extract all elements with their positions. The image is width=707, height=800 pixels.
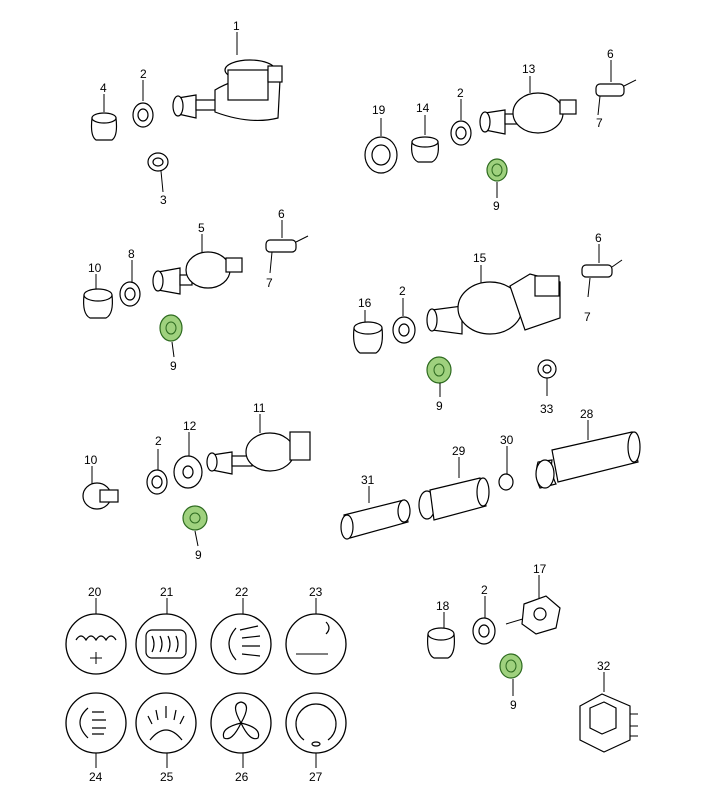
callout-9: 9 <box>510 698 517 712</box>
callout-4: 4 <box>100 81 107 95</box>
part-knob-14 <box>411 136 439 163</box>
callout-5: 5 <box>198 221 205 235</box>
callout-14: 14 <box>416 101 430 115</box>
part-grommet-33 <box>537 359 557 379</box>
callout-26: 26 <box>235 770 249 784</box>
part-switch-15 <box>426 273 561 335</box>
part-grommet-9-e <box>499 653 523 679</box>
callout-6: 6 <box>595 231 602 245</box>
callout-23: 23 <box>309 585 323 599</box>
part-knob-10-b <box>82 482 119 510</box>
callout-7: 7 <box>266 276 273 290</box>
callout-30: 30 <box>500 433 514 447</box>
callout-12: 12 <box>183 419 197 433</box>
callout-18: 18 <box>436 599 450 613</box>
symbol-25-interior-light <box>135 692 197 754</box>
part-bulb-6-b <box>265 235 309 253</box>
part-lighter-29 <box>418 477 490 521</box>
callout-19: 19 <box>372 103 386 117</box>
part-switch-13 <box>479 92 577 135</box>
callout-25: 25 <box>160 770 174 784</box>
part-washer-12 <box>173 455 203 489</box>
callout-6: 6 <box>278 207 285 221</box>
callout-9: 9 <box>170 359 177 373</box>
callout-10: 10 <box>88 261 102 275</box>
callout-10: 10 <box>84 453 98 467</box>
callout-7: 7 <box>584 310 591 324</box>
symbol-22-headlight <box>210 613 272 675</box>
part-bezel-2-a <box>132 102 154 128</box>
part-rocker-switch-32 <box>579 693 638 753</box>
callout-2: 2 <box>399 284 406 298</box>
part-knob-10-a <box>83 288 113 319</box>
part-switch-5 <box>152 251 243 295</box>
symbol-26-fan <box>210 692 272 754</box>
callout-1: 1 <box>233 19 240 33</box>
part-ring-19 <box>364 136 398 174</box>
callout-8: 8 <box>128 247 135 261</box>
callout-22: 22 <box>235 585 249 599</box>
callout-7: 7 <box>596 116 603 130</box>
callout-2: 2 <box>457 86 464 100</box>
part-grommet-9-b <box>159 314 183 342</box>
symbol-23-lighter <box>285 613 347 675</box>
part-switch-11 <box>206 431 311 475</box>
callout-33: 33 <box>540 402 554 416</box>
callout-6: 6 <box>607 47 614 61</box>
callout-13: 13 <box>522 62 536 76</box>
part-lighter-28 <box>535 431 641 489</box>
callout-3: 3 <box>160 193 167 207</box>
part-bezel-2-b <box>450 120 472 146</box>
part-grommet-9-c <box>426 356 452 384</box>
callout-28: 28 <box>580 407 594 421</box>
callout-11: 11 <box>253 401 266 415</box>
part-grommet-9-a <box>486 158 508 182</box>
callout-21: 21 <box>160 585 174 599</box>
symbol-20-rear-defrost <box>65 613 127 675</box>
part-socket-30 <box>498 473 514 491</box>
part-bulb-6-c <box>581 259 623 278</box>
part-bezel-8 <box>119 281 141 307</box>
part-switch-1 <box>172 59 283 122</box>
callout-29: 29 <box>452 444 466 458</box>
callout-24: 24 <box>89 770 103 784</box>
part-lighter-31 <box>340 499 411 540</box>
callout-9: 9 <box>493 199 500 213</box>
part-grommet-9-d <box>182 505 208 531</box>
callout-9: 9 <box>436 399 443 413</box>
callout-9: 9 <box>195 548 202 562</box>
callout-20: 20 <box>88 585 102 599</box>
callout-32: 32 <box>597 659 611 673</box>
callout-27: 27 <box>309 770 323 784</box>
callout-2: 2 <box>155 434 162 448</box>
callout-2: 2 <box>481 583 488 597</box>
part-bezel-2-d <box>146 469 168 495</box>
symbol-24-light <box>65 692 127 754</box>
callout-31: 31 <box>361 473 375 487</box>
part-knob-4 <box>90 112 118 141</box>
part-bezel-2-e <box>472 617 496 645</box>
symbol-27-ring <box>285 692 347 754</box>
part-bezel-2-c <box>392 316 416 344</box>
callout-16: 16 <box>358 296 372 310</box>
callout-15: 15 <box>473 251 487 265</box>
part-knob-16 <box>353 321 383 354</box>
part-knob-18 <box>427 627 455 659</box>
part-switch-17 <box>505 595 561 635</box>
part-bulb-6-a <box>595 79 637 97</box>
part-grommet-3 <box>147 152 169 172</box>
callout-17: 17 <box>533 562 547 576</box>
symbol-21-heated-seat <box>135 613 197 675</box>
callout-2: 2 <box>140 67 147 81</box>
